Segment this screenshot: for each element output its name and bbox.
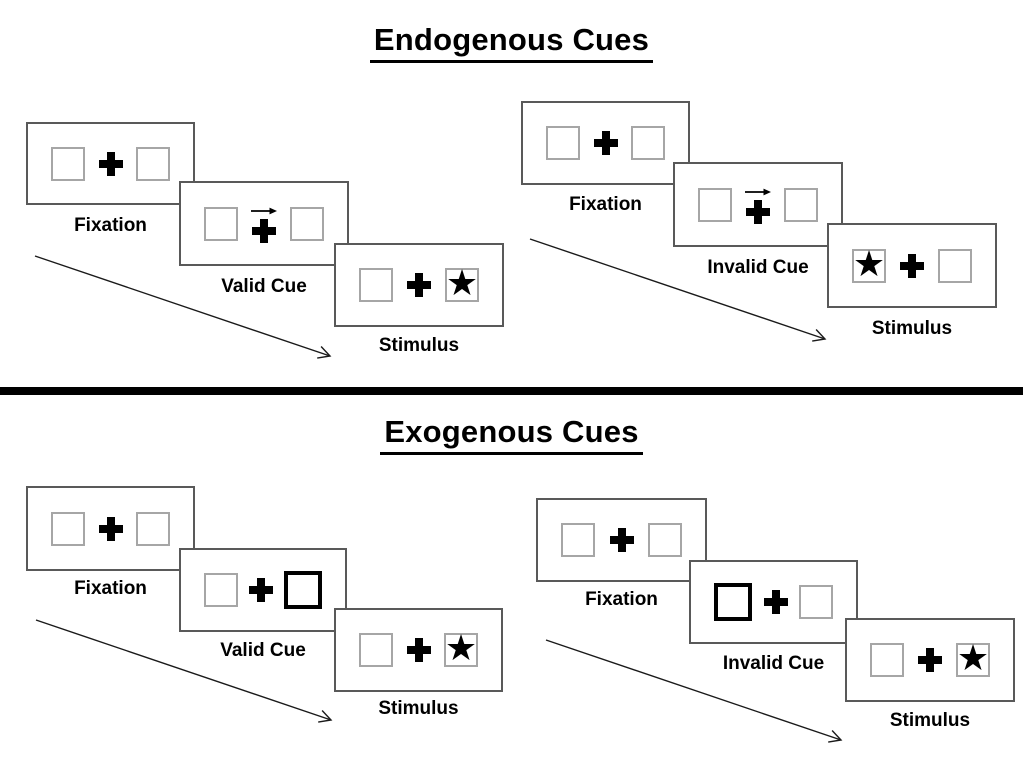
highlighted-cue-box xyxy=(714,583,752,621)
left-box: ★ xyxy=(852,242,886,284)
star-icon: ★ xyxy=(852,242,886,284)
right-box xyxy=(290,206,324,241)
fixation-cross-icon xyxy=(98,151,123,176)
right-box xyxy=(136,511,170,546)
highlighted-cue-box xyxy=(284,571,322,609)
left-box xyxy=(546,126,580,160)
right-box xyxy=(631,126,665,160)
section-title-text: Exogenous Cues xyxy=(380,414,643,455)
endo-invalid-stimulus-panel: ★ xyxy=(827,223,997,308)
fixation-cross-icon xyxy=(763,590,788,614)
center-column xyxy=(918,648,942,672)
panel-label: Valid Cue xyxy=(220,640,306,661)
fixation-cross-icon xyxy=(249,578,273,602)
left-box xyxy=(204,206,238,241)
fixation-cross-icon xyxy=(609,528,634,552)
center-column xyxy=(98,516,123,541)
center-column xyxy=(98,151,123,176)
timeline-arrow xyxy=(34,255,332,359)
fixation-cross-icon xyxy=(918,648,942,672)
center-column xyxy=(406,638,431,662)
center-column xyxy=(745,186,771,224)
fixation-cross-icon xyxy=(406,638,431,662)
left-box xyxy=(51,146,85,181)
cue-arrow-right-icon xyxy=(745,188,771,195)
center-column xyxy=(609,528,634,552)
exo-invalid-cue-panel xyxy=(689,560,858,644)
fixation-cross-icon xyxy=(98,516,123,541)
panel-label: Fixation xyxy=(74,215,147,236)
left-box xyxy=(359,268,393,302)
right-box: ★ xyxy=(445,262,479,303)
panel-label: Stimulus xyxy=(378,698,459,719)
endo-invalid-cue-panel xyxy=(673,162,843,247)
endo-valid-fixation-panel xyxy=(26,122,195,205)
panel-label: Fixation xyxy=(74,578,147,599)
panel-label: Fixation xyxy=(569,194,642,215)
left-box xyxy=(698,187,732,222)
panel-label: Valid Cue xyxy=(221,276,307,297)
endo-valid-stimulus-panel: ★ xyxy=(334,243,504,327)
right-box xyxy=(136,146,170,181)
panel-label: Stimulus xyxy=(889,710,971,731)
right-box xyxy=(799,585,833,619)
section-title-text: Endogenous Cues xyxy=(369,22,654,63)
center-column xyxy=(763,590,788,614)
exo-invalid-fixation-panel xyxy=(536,498,707,582)
right-box: ★ xyxy=(956,637,990,678)
endo-invalid-fixation-panel xyxy=(521,101,690,185)
right-box xyxy=(784,187,818,222)
exo-valid-cue-panel xyxy=(179,548,347,632)
left-box xyxy=(51,511,85,546)
exo-valid-fixation-panel xyxy=(26,486,195,571)
center-column xyxy=(249,578,273,602)
exo-valid-stimulus-panel: ★ xyxy=(334,608,503,692)
panel-label: Invalid Cue xyxy=(707,257,809,278)
section-title-endogenous: Endogenous Cues xyxy=(0,22,1023,63)
panel-label: Stimulus xyxy=(871,318,953,339)
left-box xyxy=(870,643,904,677)
timeline-arrow xyxy=(529,238,827,342)
center-column xyxy=(407,273,431,297)
fixation-cross-icon xyxy=(900,253,924,278)
timeline-arrow xyxy=(545,639,843,743)
fixation-cross-icon xyxy=(746,199,770,224)
right-box xyxy=(938,248,972,283)
center-column xyxy=(251,205,277,243)
right-box: ★ xyxy=(444,627,478,668)
left-box xyxy=(359,633,393,667)
section-title-exogenous: Exogenous Cues xyxy=(0,414,1023,455)
star-icon: ★ xyxy=(444,627,478,668)
fixation-cross-icon xyxy=(252,218,276,243)
right-box xyxy=(648,523,682,557)
panel-label: Stimulus xyxy=(378,335,460,356)
left-box xyxy=(204,573,238,607)
fixation-cross-icon xyxy=(593,131,618,155)
panel-label: Fixation xyxy=(585,589,658,610)
exo-invalid-stimulus-panel: ★ xyxy=(845,618,1015,702)
cue-arrow-right-icon xyxy=(251,207,277,214)
fixation-cross-icon xyxy=(407,273,431,297)
star-icon: ★ xyxy=(445,262,479,303)
panel-label: Invalid Cue xyxy=(722,653,825,674)
timeline-arrow xyxy=(35,619,333,723)
endo-valid-cue-panel xyxy=(179,181,349,266)
center-column xyxy=(900,253,924,278)
star-icon: ★ xyxy=(956,637,990,678)
left-box xyxy=(561,523,595,557)
center-column xyxy=(593,131,618,155)
section-divider xyxy=(0,387,1023,395)
